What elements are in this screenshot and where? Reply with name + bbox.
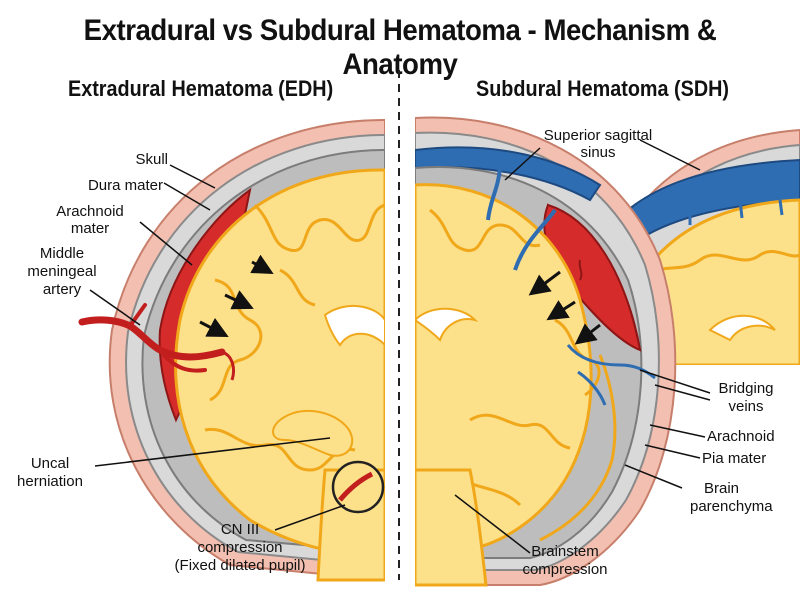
label-mma-1: Middle [40,245,84,262]
label-cn3-2: compression [197,539,282,556]
label-cn3-3: (Fixed dilated pupil) [175,557,306,574]
bridging-vein-1 [486,167,502,221]
label-dura: Dura mater [88,177,163,194]
label-mma-2: meningeal [27,263,96,280]
superior-sagittal-sinus [415,146,602,202]
sdh-cross-section [415,116,677,587]
label-arachnoid-edh-1: Arachnoid [56,203,124,220]
label-uncal-1: Uncal [31,455,69,472]
label-cn3-1: CN III [221,521,259,538]
label-arachnoid-sdh: Arachnoid [707,428,775,445]
middle-meningeal-artery [78,316,226,361]
label-sss-1: Superior sagittal [544,127,652,144]
diagram-title: Extradural vs Subdural Hematoma - Mechan… [83,14,717,81]
edh-heading: Extradural Hematoma (EDH) [68,76,334,101]
label-bridging-2: veins [728,398,763,415]
edh-cross-section [78,118,385,582]
label-brainstem-1: Brainstem [531,543,599,560]
label-uncal-2: herniation [17,473,83,490]
bridging-vein-2 [513,208,557,271]
label-bridging-1: Bridging [718,380,773,397]
label-pia: Pia mater [702,450,766,467]
label-brainstem-2: compression [522,561,607,578]
label-sss-2: sinus [580,144,615,161]
label-skull: Skull [135,151,168,168]
label-brain-1: Brain [704,480,739,497]
edh-brain [174,168,385,558]
cn3-callout [331,460,385,514]
label-arachnoid-edh-2: mater [71,220,109,237]
label-brain-2: parenchyma [690,498,773,515]
sdh-heading: Subdural Hematoma (SDH) [476,76,730,101]
label-mma-3: artery [43,281,82,298]
